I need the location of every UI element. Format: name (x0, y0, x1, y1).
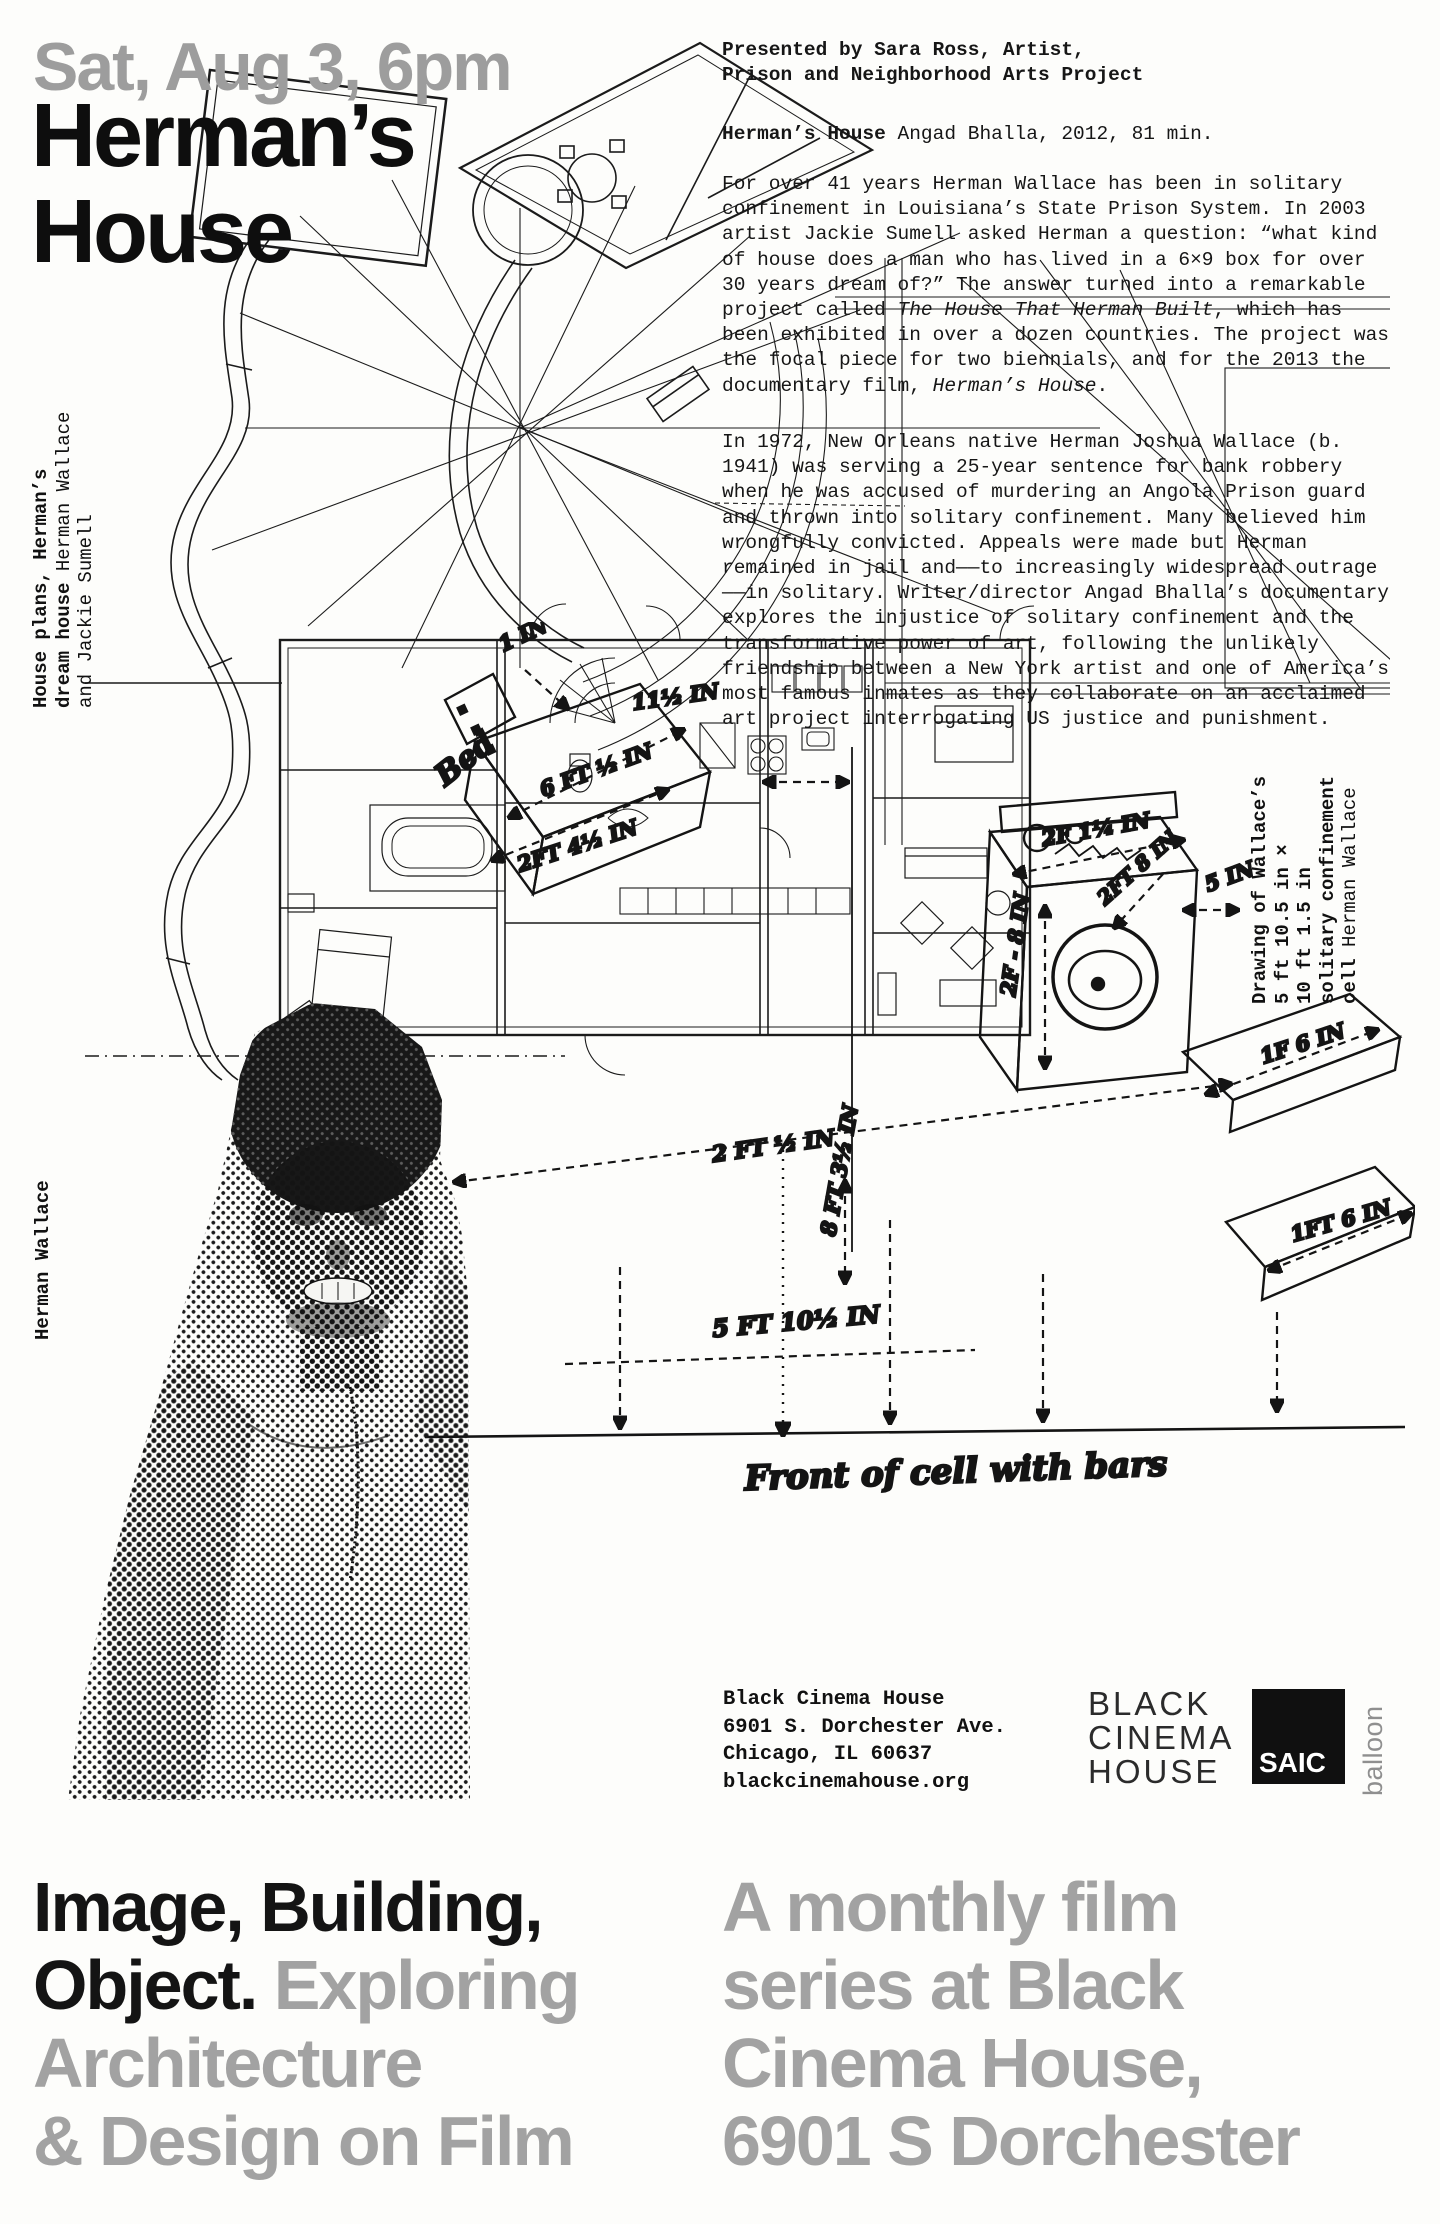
film-meta: Angad Bhalla, 2012, 81 min. (885, 123, 1214, 145)
sketch-label: 2F 1¼ IN (1039, 807, 1153, 851)
plan-detached-room (448, 41, 875, 663)
caption-cell-line4: solitary confinement (1316, 775, 1339, 1004)
para1-text: For over 41 years Herman Wallace has bee… (722, 173, 1378, 322)
caption-bold: cell (1339, 946, 1361, 1004)
venue-address2: Chicago, IL 60637 (723, 1743, 933, 1766)
film-title: Herman’s House (722, 123, 886, 145)
series-tagline: A monthly film series at Black Cinema Ho… (722, 1868, 1301, 2180)
caption-house-plans: House plans, Herman’s dream house Herman… (30, 314, 98, 708)
sketch-bed (443, 672, 712, 898)
series-tagline-line1: A monthly film (722, 1868, 1180, 1946)
plan-sun-rays (211, 179, 1100, 681)
caption-credit: Herman Wallace (1339, 787, 1361, 947)
bch-logo-line2: CINEMA (1088, 1719, 1235, 1756)
venue-block: Black Cinema House 6901 S. Dorchester Av… (723, 1686, 1006, 1796)
caption-cell-drawing: Drawing of Wallace’s 5 ft 10.5 in × 10 f… (1249, 730, 1362, 1004)
poster-title-line2: House (31, 182, 294, 282)
series-title-line4: & Design on Film (33, 2102, 575, 2180)
venue-website: blackcinemahouse.org (723, 1770, 970, 1794)
series-title-line3: Architecture (33, 2024, 423, 2102)
series-tagline-line4: 6901 S Dorchester (722, 2102, 1301, 2180)
caption-cell-line5: cell Herman Wallace (1339, 730, 1362, 1004)
presented-by-line2: Prison and Neighborhood Arts Project (722, 64, 1144, 87)
caption-cell-line2: 5 ft 10.5 in × (1271, 844, 1294, 1004)
floor-plan-drawing (85, 41, 1390, 1081)
presented-by: Presented by Sara Ross, Artist, Prison a… (722, 38, 1394, 88)
plan-winding-road (85, 232, 565, 1081)
series-tagline-line2: series at Black (722, 1946, 1184, 2024)
synopsis-paragraph-1: For over 41 years Herman Wallace has bee… (722, 172, 1394, 399)
series-tagline-line3: Cinema House, (722, 2024, 1204, 2102)
caption-bold: dream house (52, 571, 75, 708)
para1-text: , which has been exhibited in over a doz… (722, 299, 1390, 397)
para1-italic-title: The House That Herman Built (897, 299, 1214, 322)
venue-address1: 6901 S. Dorchester Ave. (723, 1715, 1006, 1739)
sketch-caption: Front of cell with bars (743, 1444, 1168, 1499)
sketch-label: 8 FT 3½ IN (815, 1102, 863, 1239)
sketch-label: 1FT 6 IN (1287, 1194, 1394, 1247)
synopsis-paragraph-2: In 1972, New Orleans native Herman Joshu… (722, 431, 1390, 731)
bch-logo-line3: HOUSE (1088, 1753, 1221, 1790)
sketch-label: 1 IN (495, 622, 552, 657)
bch-logo-line1: BLACK (1088, 1685, 1212, 1722)
presented-by-line1: Presented by Sara Ross, Artist, (722, 39, 1085, 61)
caption-portrait: Herman Wallace (32, 1180, 54, 1340)
series-title-line1: Image, Building, (33, 1868, 544, 1946)
caption-credit: Herman Wallace (52, 411, 75, 572)
poster-title-line1: Herman’s (31, 86, 417, 186)
series-title-black: Object. (33, 1946, 258, 2024)
series-title: Image, Building, Object. Exploring Archi… (33, 1868, 581, 2180)
sketch-measure-arrows (455, 669, 1410, 1427)
poster-title: Herman’s House (31, 86, 417, 282)
sketch-label: 11½ IN (630, 678, 721, 715)
caption-cell-line1: Drawing of Wallace’s (1249, 775, 1271, 1004)
sketch-label: 2 FT ½ IN (709, 1125, 837, 1168)
caption-house-plans-line1: House plans, Herman’s (30, 468, 52, 708)
saic-logo: SAIC (1252, 1689, 1345, 1784)
series-title-line2: Object. Exploring (33, 1946, 581, 2024)
sketch-label: 2F - 8 IN (995, 891, 1034, 999)
black-cinema-house-logo: BLACK CINEMA HOUSE (1088, 1687, 1234, 1789)
cell-sketch-drawing: Bed 1 IN 11½ IN 6 FT ½ IN 2FT 4½ IN 8 FT… (424, 622, 1415, 1500)
sketch-label: 5 FT 10½ IN (711, 1299, 882, 1343)
film-credit-line: Herman’s House Angad Bhalla, 2012, 81 mi… (722, 122, 1394, 147)
saic-logo-text: SAIC (1259, 1747, 1326, 1778)
plan-rotated-square (188, 68, 448, 268)
caption-house-plans-line3: and Jackie Sumell (75, 514, 97, 708)
herman-wallace-photo (68, 1003, 470, 1800)
para1-italic-film: Herman’s House (932, 374, 1097, 397)
series-title-gray: Exploring (256, 1946, 581, 2024)
sketch-label: 6 FT ½ IN (536, 738, 656, 802)
para1-text: . (1096, 374, 1109, 397)
venue-name: Black Cinema House (723, 1688, 945, 1711)
caption-house-plans-line2: dream house Herman Wallace (53, 314, 76, 708)
balloon-logo: balloon (1358, 1705, 1388, 1796)
caption-cell-line3: 10 ft 1.5 in (1294, 867, 1316, 1004)
event-datetime: Sat, Aug 3, 6pm (33, 29, 513, 105)
